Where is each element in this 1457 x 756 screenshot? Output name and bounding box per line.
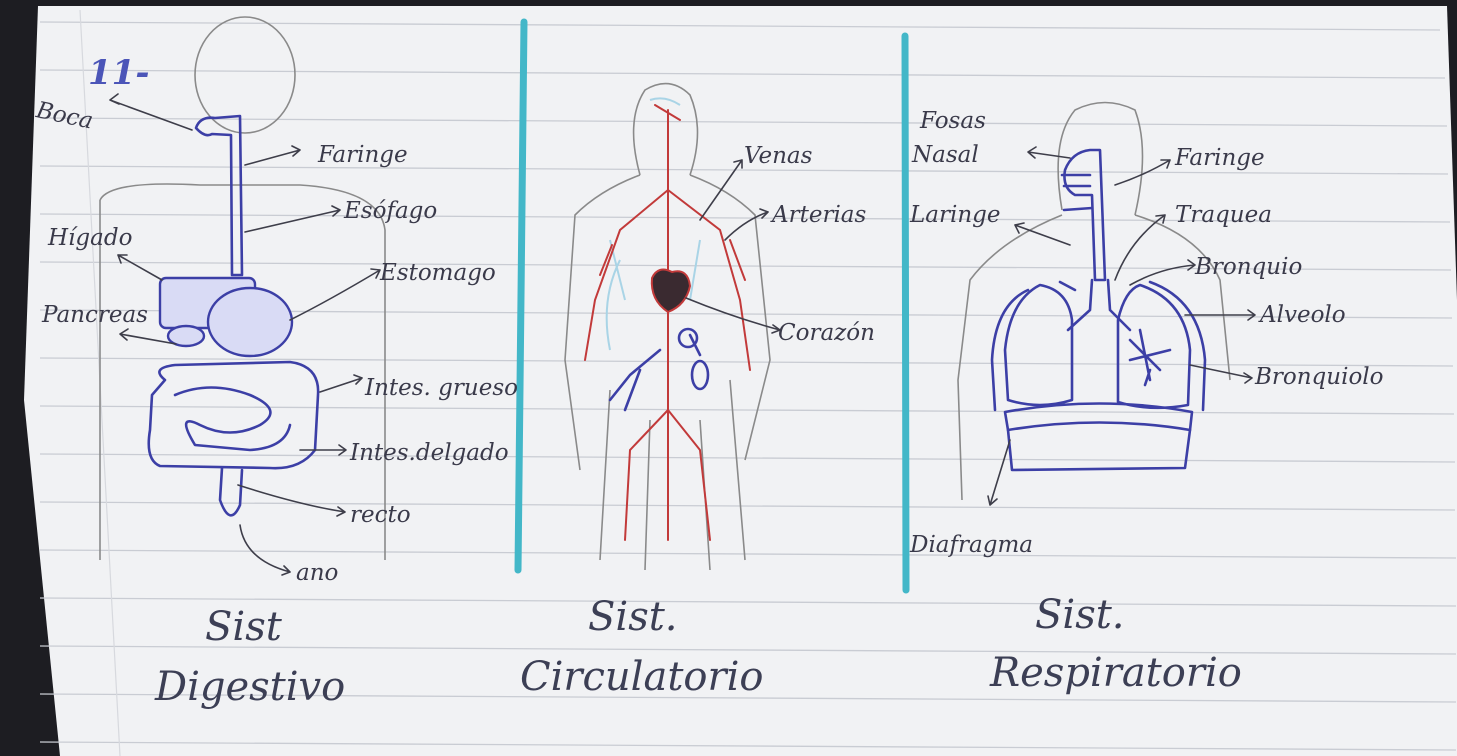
- label-bronquiolo: Bronquiolo: [1254, 364, 1384, 390]
- label-recto: recto: [350, 502, 411, 528]
- title-respiratory-line1: Sist.: [1035, 592, 1125, 638]
- label-venas: Venas: [744, 143, 813, 169]
- title-circulatory-line1: Sist.: [588, 594, 678, 640]
- label-bronquio: Bronquio: [1194, 254, 1302, 280]
- label-faringe-digestive: Faringe: [317, 142, 408, 168]
- label-laringe: Laringe: [909, 202, 1000, 228]
- label-traquea: Traquea: [1175, 202, 1272, 228]
- title-digestive-line1: Sist: [205, 604, 283, 650]
- title-circulatory-line2: Circulatorio: [520, 654, 763, 700]
- page-number: 11-: [88, 53, 149, 93]
- label-corazon: Corazón: [778, 320, 875, 346]
- label-intes-delgado: Intes.delgado: [349, 440, 509, 466]
- title-respiratory-line2: Respiratorio: [989, 650, 1242, 696]
- label-ano: ano: [296, 560, 338, 586]
- label-fosas: Fosas: [919, 108, 986, 134]
- title-digestive-line2: Digestivo: [154, 664, 345, 710]
- label-nasal: Nasal: [911, 142, 979, 168]
- label-faringe-respiratory: Faringe: [1174, 145, 1265, 171]
- label-diafragma: Diafragma: [909, 532, 1033, 558]
- label-higado: Hígado: [47, 225, 132, 251]
- divider-right: [905, 36, 906, 590]
- label-estomago: Estomago: [379, 260, 496, 286]
- label-alveolo: Alveolo: [1258, 302, 1346, 328]
- label-pancreas: Pancreas: [41, 302, 148, 328]
- label-intes-grueso: Intes. grueso: [364, 375, 518, 401]
- label-arterias: Arterias: [770, 202, 867, 228]
- label-esofago: Esófago: [343, 198, 437, 224]
